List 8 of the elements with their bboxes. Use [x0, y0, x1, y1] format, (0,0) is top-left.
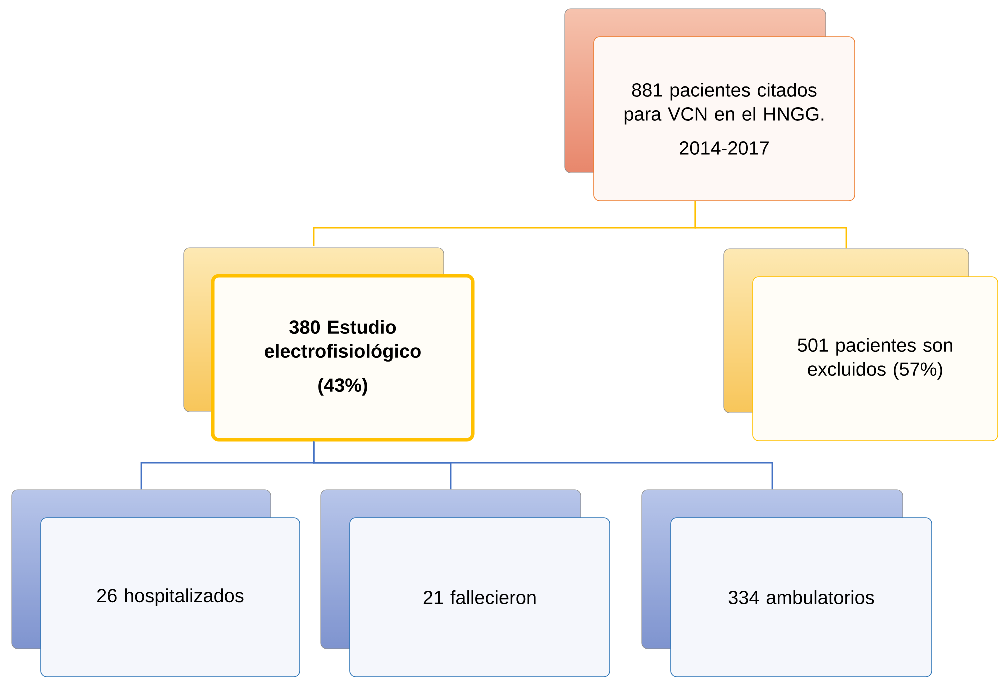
card: 21 fallecieron	[320, 490, 610, 678]
card: 26 hospitalizados	[12, 490, 300, 678]
card: 334 ambulatorios	[642, 490, 932, 678]
card: 881 pacientes citados para VCN en el HNGG. 2014-2017	[564, 8, 856, 202]
connector-line	[694, 201, 848, 249]
card: 501 pacientes son excluidos (57%)	[724, 248, 998, 442]
connector-line	[313, 442, 774, 490]
card: 380 Estudio electrofisiológico (43%)	[184, 248, 475, 442]
